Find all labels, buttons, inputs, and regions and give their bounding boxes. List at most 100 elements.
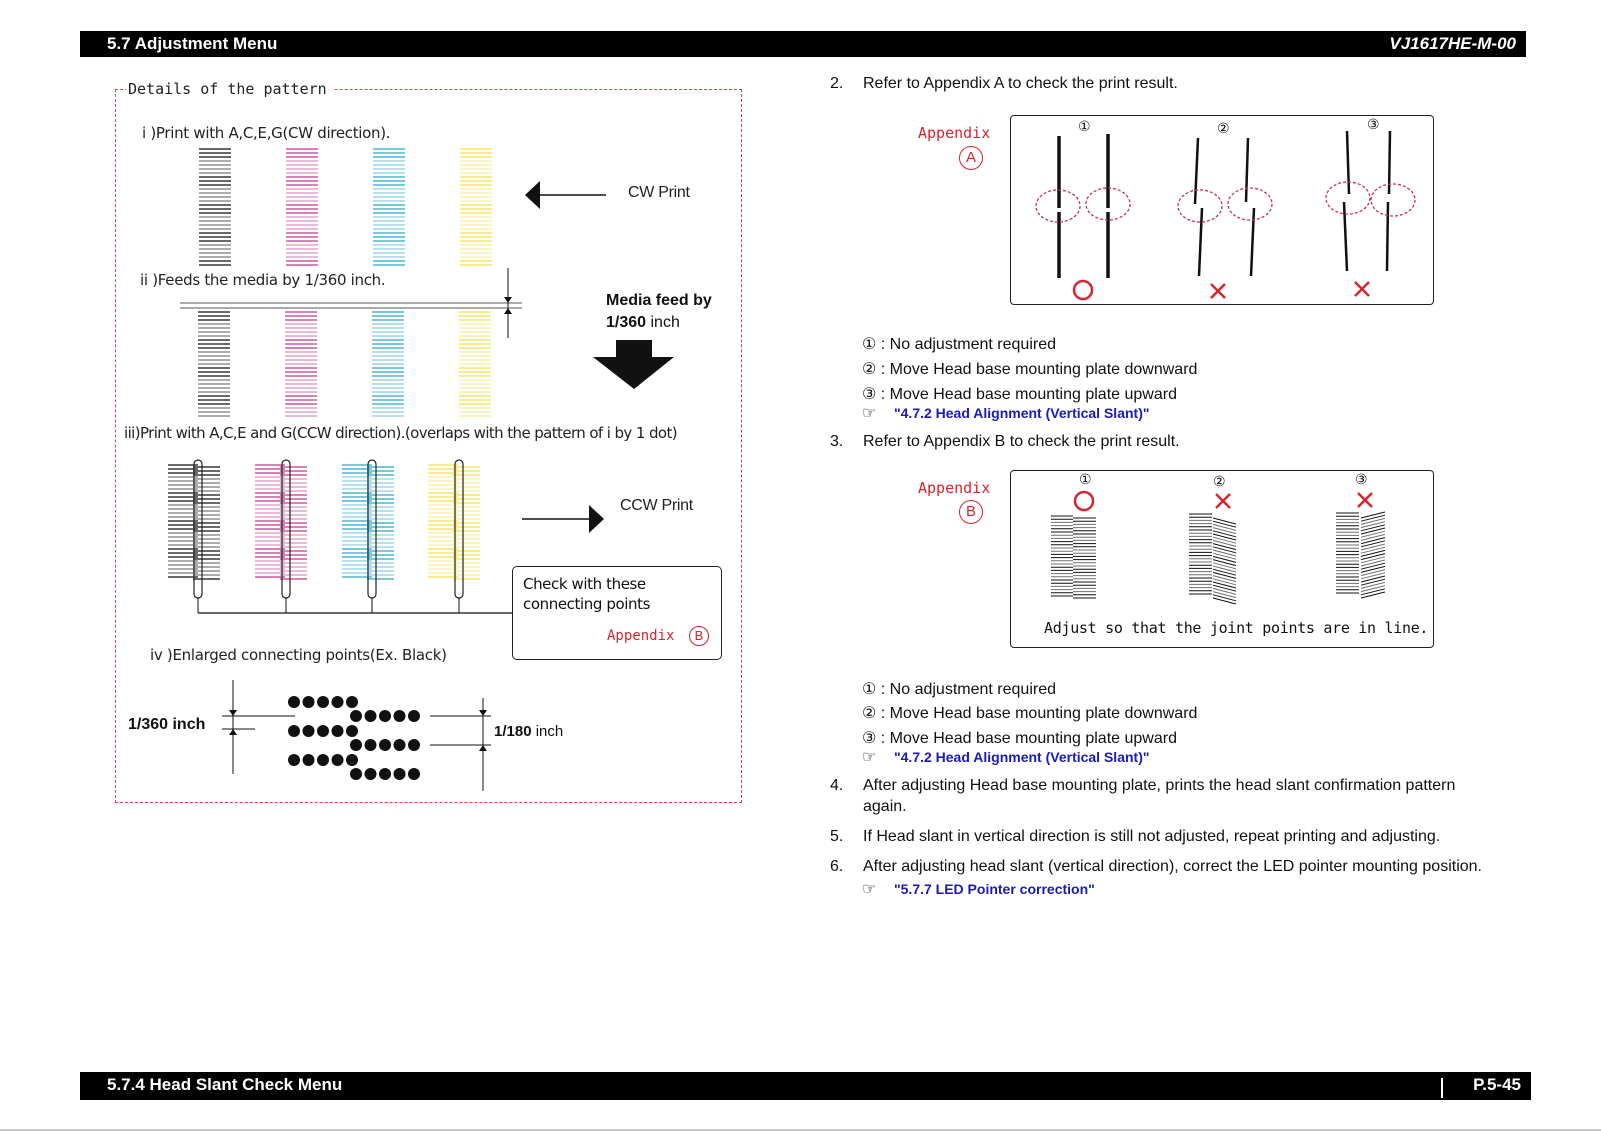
joint-stripe-slanted <box>1212 587 1237 595</box>
appendix-b-reference-link[interactable]: "4.7.2 Head Alignment (Vertical Slant)" <box>894 749 1150 765</box>
section-title: 5.7 Adjustment Menu <box>107 34 278 53</box>
appendix-a-label: Appendix <box>918 124 991 142</box>
step-6-reference-link[interactable]: "5.7.7 LED Pointer correction" <box>894 881 1095 897</box>
step-5-text: If Head slant in vertical direction is s… <box>863 828 1441 845</box>
joint-stripe-slanted <box>1212 533 1237 541</box>
media-feed-unit: inch <box>650 314 680 331</box>
appendix-b-figure: ① ② ③ Adjust so that the joint points ar… <box>1010 470 1434 648</box>
callout-line-2: connecting points <box>523 595 651 613</box>
dot <box>331 696 344 708</box>
step-2-number: 2. <box>830 75 844 92</box>
dot <box>379 710 391 722</box>
joint-stripe-slanted <box>1212 584 1237 592</box>
joint-highlight-circles <box>1035 181 1416 223</box>
feed-offset-indicator <box>180 268 522 338</box>
ccw-overlap-stripes <box>168 464 480 580</box>
joint-stripe-slanted <box>1360 588 1386 596</box>
footer-bar: 5.7.4 Head Slant Check Menu P.5-45 <box>80 1072 1531 1100</box>
joint-stripe-slanted <box>1360 540 1386 548</box>
dot <box>393 739 406 751</box>
dot <box>317 725 329 737</box>
dot <box>346 696 358 708</box>
joint-stripe-slanted <box>1360 553 1386 561</box>
joint-stripe-slanted <box>1360 517 1386 525</box>
cw-print-label: CW Print <box>628 184 690 201</box>
appendix-b-marker-2: ② <box>1213 473 1226 489</box>
joint-stripe-slanted <box>1212 549 1237 557</box>
connecting-point-markers <box>193 459 512 614</box>
step-ii-caption: ii )Feeds the media by 1/360 inch. <box>140 271 386 289</box>
joint-stripe-slanted <box>1360 575 1386 583</box>
joint-stripe-slanted <box>1360 591 1386 599</box>
appendix-a-marker-3: ③ <box>1367 116 1380 132</box>
appendix-a-figure: ① ② ③ <box>1010 115 1434 305</box>
appendix-a-note-1: ① : No adjustment required <box>862 336 1056 353</box>
step-4-number: 4. <box>830 777 844 794</box>
appendix-a-reference-link[interactable]: "4.7.2 Head Alignment (Vertical Slant)" <box>894 405 1150 421</box>
pattern-details-box <box>115 89 742 803</box>
dot <box>364 710 377 722</box>
joint-stripe-slanted <box>1212 568 1237 576</box>
ng-cross-icon <box>1210 283 1226 299</box>
dot <box>350 710 362 722</box>
dimension-arrowheads <box>229 710 487 751</box>
joint-stripe-slanted <box>1212 555 1237 563</box>
dimension-1-180: 1/180 inch <box>494 723 563 740</box>
pointing-hand-icon: ☞ <box>862 881 877 898</box>
appendix-a-note-2: ② : Move Head base mounting plate downwa… <box>862 361 1198 378</box>
cw-pattern-stripes <box>199 148 492 266</box>
step-i-caption: i )Print with A,C,E,G(CW direction). <box>142 124 391 142</box>
appendix-b-marker-3: ③ <box>1355 471 1368 487</box>
media-feed-amount: 1/360 inch <box>606 314 680 332</box>
callout-appendix-b-badge: B <box>689 626 709 646</box>
enlarged-dots <box>288 696 420 780</box>
ng-cross-icon <box>1354 281 1370 297</box>
ok-circle-icon <box>1073 490 1095 512</box>
dot <box>288 696 300 708</box>
joint-stripe-slanted <box>1212 591 1237 599</box>
appendix-b-marker-1: ① <box>1079 471 1092 487</box>
dot <box>302 725 315 737</box>
document-id: VJ1617HE-M-00 <box>1389 34 1516 53</box>
dimension-1-180-unit: inch <box>535 723 564 740</box>
appendix-a-badge: A <box>959 146 983 170</box>
joint-stripe-slanted <box>1212 562 1237 570</box>
dot <box>317 696 329 708</box>
joint-stripe-slanted <box>1212 543 1237 551</box>
joint-stripe-slanted <box>1212 523 1237 531</box>
appendix-b-caption: Adjust so that the joint points are in l… <box>1044 619 1429 637</box>
dot <box>331 725 344 737</box>
page-number: P.5-45 <box>1473 1075 1521 1094</box>
dot <box>393 710 406 722</box>
step-5-number: 5. <box>830 828 844 845</box>
pointing-hand-icon: ☞ <box>862 749 877 766</box>
dot <box>317 754 329 766</box>
page-edge <box>0 1129 1601 1131</box>
dot <box>346 754 358 766</box>
connecting-points-callout: Check with these connecting points Appen… <box>512 566 722 660</box>
joint-stripe-slanted <box>1360 559 1386 567</box>
joint-stripe-slanted <box>1360 511 1386 519</box>
appendix-a-note-3: ③ : Move Head base mounting plate upward <box>862 386 1177 403</box>
appendix-b-label: Appendix <box>918 479 991 497</box>
joint-stripe-slanted <box>1212 536 1237 544</box>
ng-cross-icon <box>1215 493 1231 509</box>
dimension-lines <box>222 680 491 791</box>
joint-stripe-slanted <box>1212 594 1237 602</box>
dimension-1-180-value: 1/180 <box>494 723 532 740</box>
appendix-b-badge: B <box>959 500 983 524</box>
joint-stripe-slanted <box>1212 597 1237 605</box>
downward-slanted-lines <box>1193 137 1256 277</box>
dot <box>379 768 391 780</box>
footer-subsection-title: 5.7.4 Head Slant Check Menu <box>107 1075 343 1094</box>
dot <box>288 754 300 766</box>
joint-stripe-slanted <box>1360 569 1386 577</box>
aligned-lines <box>1057 134 1110 278</box>
callout-line-1: Check with these <box>523 575 646 593</box>
dot <box>408 710 420 722</box>
joint-stripe-slanted <box>1360 530 1386 538</box>
joint-stripe-slanted <box>1212 578 1237 586</box>
dot <box>331 754 344 766</box>
joint-stripe-slanted <box>1360 581 1386 589</box>
joint-stripe-slanted <box>1360 572 1386 580</box>
